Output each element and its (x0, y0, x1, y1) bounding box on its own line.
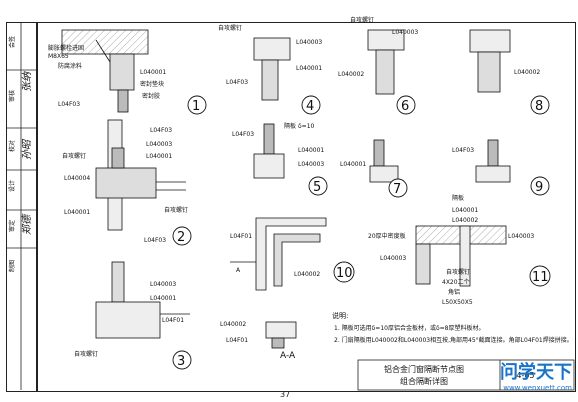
signature-column (6, 22, 38, 392)
d1-anti: 防腐涂料 (58, 62, 82, 70)
detail-number-7: 7 (393, 182, 401, 197)
title-code: J4-05 (513, 371, 535, 380)
d2-p6: L04F03 (144, 237, 166, 244)
d11-spec: 4X20二个 (442, 279, 470, 286)
watermark: 问学天下 www.wenxuett.com (470, 358, 572, 398)
d2-screw2: 自攻螺钉 (164, 206, 188, 214)
sidebar-row-5: 制图 (8, 260, 16, 272)
detail-number-11: 11 (532, 270, 549, 285)
d5-p3: L040003 (298, 161, 324, 168)
detail-number-5: 5 (313, 180, 321, 195)
d11-size: L50X50X5 (442, 299, 473, 306)
d2-p2: L040003 (146, 141, 172, 148)
d3-p2: L040001 (150, 295, 176, 302)
d11-pane: 20厚中密度板 (368, 232, 406, 240)
d4-p3: L04F03 (226, 79, 248, 86)
d9-p1: L04F03 (452, 147, 474, 154)
signature-3: 郑德 (21, 213, 33, 235)
d8-p1: L040002 (514, 69, 540, 76)
d1-part1: L040001 (140, 69, 166, 76)
sidebar-row-3: 设计 (8, 180, 16, 192)
notes-line-2: 2. 门扇隔板用L040002和L040003相互按,角部用45°截面连接。角部… (334, 336, 573, 344)
title-name: 铝合金门窗隔断节点图 (384, 364, 464, 374)
d11-panel: 隔板 (452, 194, 464, 202)
d11-screw: 自攻螺钉 (446, 268, 470, 276)
d5-panel: 隔板 (284, 122, 296, 130)
watermark-url: www.wenxuett.com (503, 384, 572, 392)
detail-number-2: 2 (177, 230, 185, 245)
detail-number-8: 8 (535, 99, 543, 114)
detail-number-4: 4 (306, 99, 314, 114)
d1-gasket: 密封垫块 (140, 80, 164, 88)
d11-angle: 角铝 (448, 288, 460, 296)
sidebar-row-4: 审定 (8, 220, 16, 232)
d7-p1: L040001 (340, 161, 366, 168)
detail-number-6: 6 (401, 99, 409, 114)
d1-seal: 密封胶 (142, 92, 160, 100)
drawing-frame (36, 22, 576, 392)
d5-thk: δ=10 (298, 123, 315, 130)
sidebar-row-2: 校对 (8, 140, 16, 152)
d1-spec: M8X65 (48, 53, 69, 60)
d4-p1: L040003 (296, 39, 322, 46)
title-sub: 组合隔断详图 (400, 376, 448, 386)
page-number: 37 (280, 390, 291, 399)
d10b-p2: L04F01 (226, 337, 248, 344)
d3-p1: L040003 (150, 281, 176, 288)
d4-p2: L040001 (296, 65, 322, 72)
d5-p2: L040001 (298, 147, 324, 154)
d1-part2: L04F03 (58, 101, 80, 108)
d11-p3: L040003 (380, 255, 406, 262)
sidebar-row-0: 会签 (8, 36, 16, 48)
d5-p1: L04F03 (232, 131, 254, 138)
detail-number-3: 3 (177, 354, 185, 369)
d11-p2: L040002 (452, 217, 478, 224)
notes-title: 说明: (332, 311, 348, 320)
d1-screw: 膨胀螺栓进固 (48, 44, 84, 52)
d2-p1: L04F03 (150, 127, 172, 134)
d3-screw: 自攻螺钉 (74, 350, 98, 358)
d2-p3: L040001 (146, 153, 172, 160)
sidebar-row-1: 审核 (8, 90, 16, 102)
d6-p2: L040002 (338, 71, 364, 78)
d2-screw1: 自攻螺钉 (62, 152, 86, 160)
d10-sec-a: A (236, 267, 241, 274)
watermark-title: 问学天下 (500, 362, 572, 383)
section-title: A-A (280, 351, 296, 361)
signature-2: 孙昭 (21, 138, 33, 160)
d2-p5: L040001 (64, 209, 90, 216)
d11-p1: L040001 (452, 207, 478, 214)
detail-number-1: 1 (192, 99, 200, 114)
d4-screw: 自攻螺钉 (218, 24, 242, 32)
d11-p4: L040003 (508, 233, 534, 240)
d3-p3: L04F01 (162, 317, 184, 324)
d10-p2: L040002 (294, 271, 320, 278)
detail-number-10: 10 (336, 266, 353, 281)
d2-p4: L040004 (64, 175, 90, 182)
d6-screw: 自攻螺钉 (350, 16, 374, 24)
signature-1: 张纳 (21, 71, 33, 92)
d10b-p1: L040002 (220, 321, 246, 328)
detail-number-9: 9 (535, 180, 543, 195)
notes-line-1: 1. 隔板可选用δ=10厚铝合金板材，或δ=8厚塑料板材。 (334, 324, 484, 332)
d6-p1: L040003 (392, 29, 418, 36)
d10-p1: L04F01 (230, 233, 252, 240)
